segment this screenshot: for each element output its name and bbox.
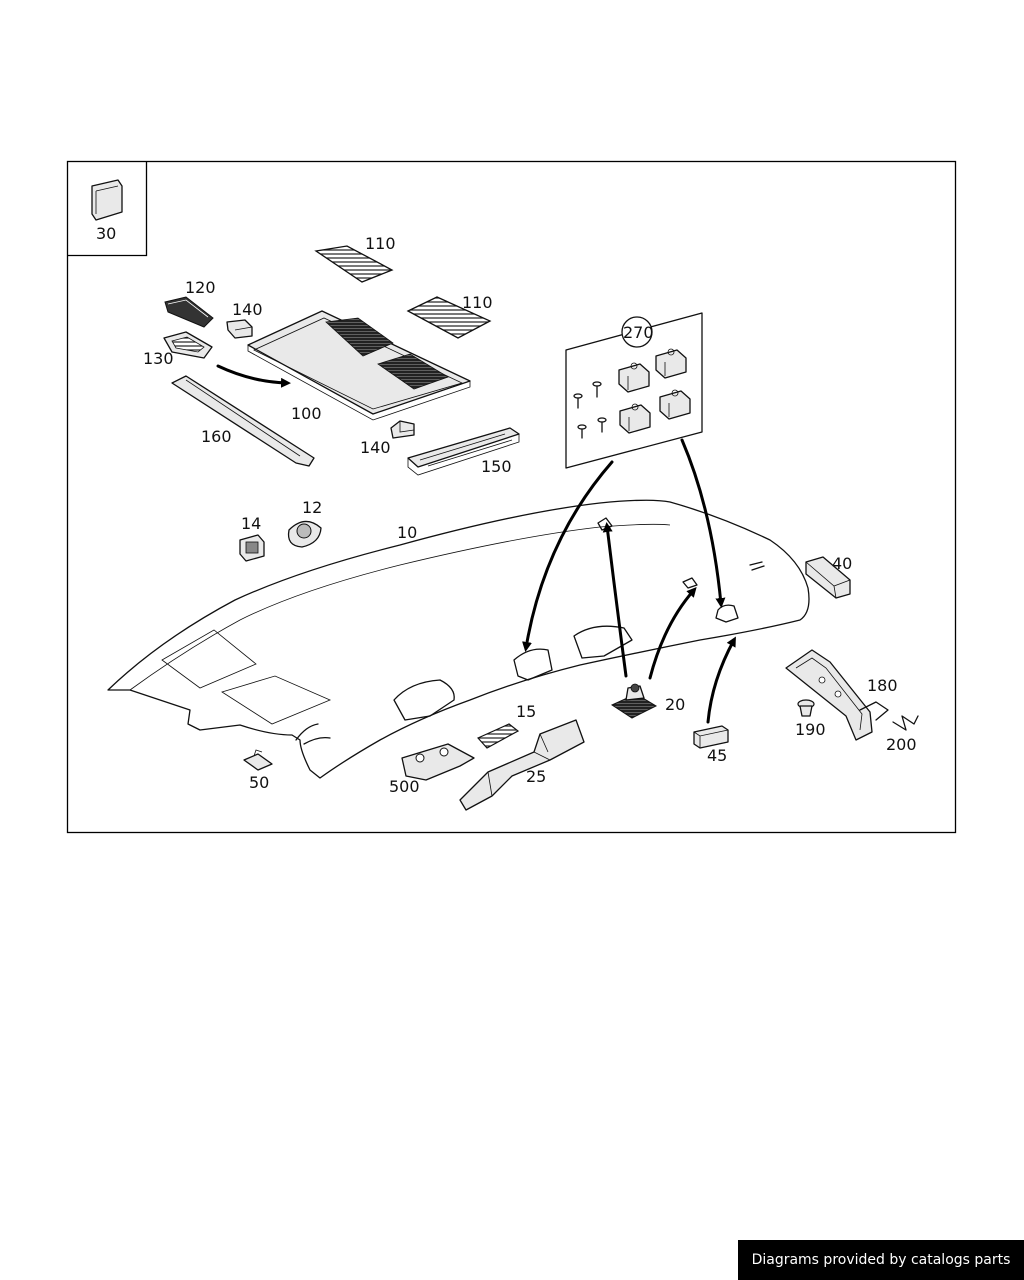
part-200-spring-clip[interactable] <box>892 715 919 731</box>
label-150: 150 <box>481 457 512 476</box>
arrow-270-to-rear-mount <box>680 438 726 608</box>
label-270: 270 <box>623 323 654 342</box>
label-45: 45 <box>707 746 727 765</box>
credit-badge: Diagrams provided by catalogs parts <box>738 1240 1024 1280</box>
part-160-trim-strip[interactable] <box>171 375 315 467</box>
part-50-hook[interactable] <box>243 749 273 771</box>
arrow-270-to-handle <box>522 460 614 652</box>
part-270-fastener-kit[interactable] <box>565 312 703 469</box>
arrow-20-to-front <box>602 522 628 678</box>
part-20-retainer[interactable] <box>610 683 658 719</box>
label-110-top: 110 <box>365 234 396 253</box>
label-160: 160 <box>201 427 232 446</box>
label-20: 20 <box>665 695 685 714</box>
part-100-roof-panel[interactable] <box>247 310 471 421</box>
part-110-grille-top[interactable] <box>314 245 394 283</box>
label-100: 100 <box>291 404 322 423</box>
part-25-bracket[interactable] <box>459 719 585 811</box>
part-120-cover[interactable] <box>164 296 214 328</box>
label-120: 120 <box>185 278 216 297</box>
inset-box <box>67 161 148 257</box>
label-25: 25 <box>526 767 546 786</box>
part-140-clip-top[interactable] <box>226 319 253 339</box>
part-14-switch[interactable] <box>239 534 265 562</box>
label-130: 130 <box>143 349 174 368</box>
arrow-130-to-100 <box>216 364 291 388</box>
part-190-push-clip[interactable] <box>797 699 815 717</box>
label-12: 12 <box>302 498 322 517</box>
label-30: 30 <box>96 224 116 243</box>
label-500: 500 <box>389 777 420 796</box>
part-15-lens[interactable] <box>477 723 520 749</box>
label-180: 180 <box>867 676 898 695</box>
part-40-pad[interactable] <box>805 556 851 599</box>
part-110-grille-bottom[interactable] <box>406 296 492 339</box>
label-200: 200 <box>886 735 917 754</box>
part-180-pillar-trim[interactable] <box>785 649 889 741</box>
part-140-clip-bottom[interactable] <box>390 420 415 439</box>
label-14: 14 <box>241 514 261 533</box>
part-45-spacer[interactable] <box>693 725 729 749</box>
label-110-bottom: 110 <box>462 293 493 312</box>
part-130-lamp-housing[interactable] <box>163 331 213 359</box>
part-150-rail[interactable] <box>407 427 520 476</box>
label-40: 40 <box>832 554 852 573</box>
part-500-interior-light[interactable] <box>401 743 475 781</box>
part-30-cap[interactable] <box>91 179 123 221</box>
diagram-frame <box>66 160 957 834</box>
arrow-20-to-mid <box>648 586 697 680</box>
label-190: 190 <box>795 720 826 739</box>
label-15: 15 <box>516 702 536 721</box>
arrow-45-to-mount <box>706 636 736 724</box>
label-50: 50 <box>249 773 269 792</box>
label-140-bottom: 140 <box>360 438 391 457</box>
label-270-circle <box>621 316 653 348</box>
part-12-grommet[interactable] <box>287 520 322 548</box>
label-10: 10 <box>397 523 417 542</box>
label-140-top: 140 <box>232 300 263 319</box>
